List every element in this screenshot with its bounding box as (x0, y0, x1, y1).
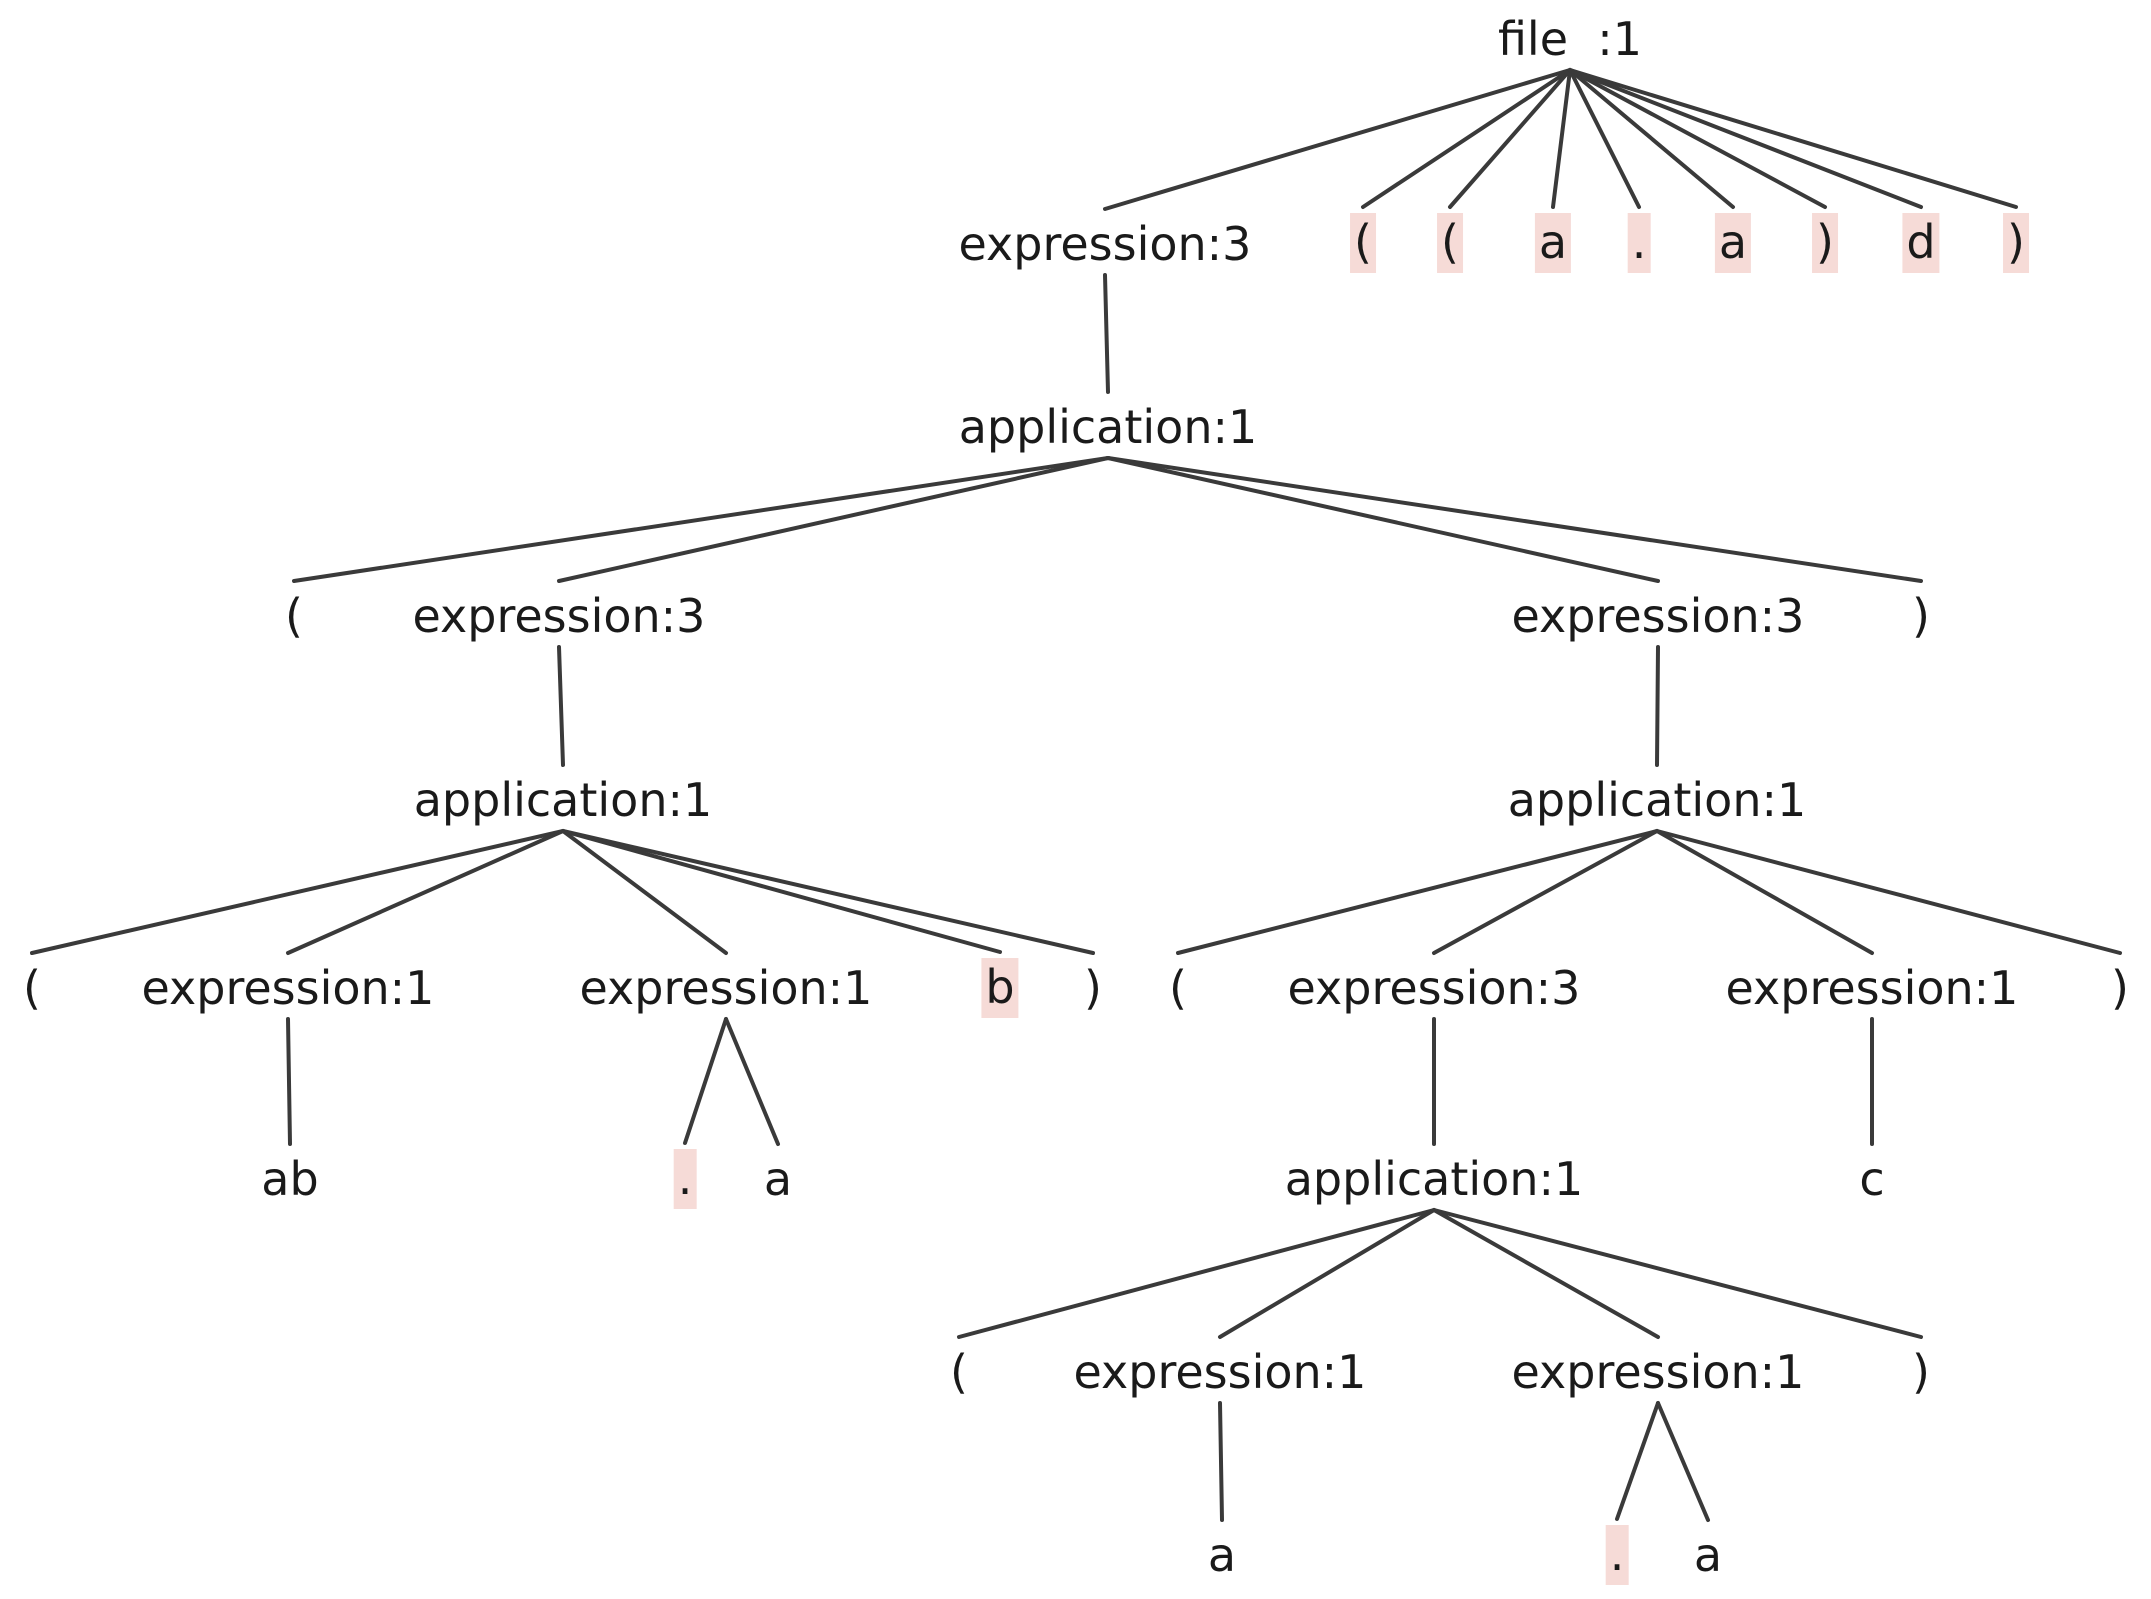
tree-terminal-node: ) (1912, 589, 1930, 643)
tree-edge (1448, 68, 1572, 209)
tree-terminal-node: a (1207, 1528, 1237, 1582)
tree-terminal-node: d (1902, 213, 1940, 273)
tree-edge (1568, 68, 1827, 209)
tree-nonterminal-node: expression:1 (579, 961, 873, 1015)
tree-edge (1615, 1401, 1660, 1521)
tree-edge (1655, 829, 1874, 955)
tree-nonterminal-node: expression:1 (1725, 961, 2019, 1015)
tree-edge (1106, 456, 1660, 583)
tree-terminal-node: ) (1084, 961, 1102, 1015)
tree-edge (1176, 829, 1659, 955)
tree-terminal-node: ( (1350, 213, 1376, 273)
tree-edge (557, 645, 565, 767)
tree-edge (1103, 68, 1572, 211)
tree-edge (1656, 1401, 1710, 1522)
tree-edge (1361, 68, 1572, 209)
tree-edge (683, 1017, 728, 1145)
tree-edge (286, 1017, 292, 1146)
tree-edge (1432, 829, 1659, 955)
tree-terminal-node: a (1714, 213, 1752, 273)
tree-terminal-node: . (673, 1149, 697, 1209)
tree-nonterminal-node: application:1 (958, 400, 1258, 454)
tree-terminal-node: b (981, 958, 1019, 1018)
tree-terminal-node: ( (23, 961, 41, 1015)
tree-edge (1103, 273, 1110, 394)
tree-nonterminal-node: expression:1 (1511, 1345, 1805, 1399)
tree-terminal-node: a (763, 1152, 793, 1206)
tree-terminal-node: ( (1437, 213, 1463, 273)
tree-nonterminal-node: expression:3 (1511, 589, 1805, 643)
tree-terminal-node: . (1627, 213, 1651, 273)
tree-edge (561, 829, 728, 955)
tree-edge (30, 829, 565, 955)
tree-edge (957, 1208, 1436, 1339)
tree-edge (1568, 68, 1735, 209)
tree-nonterminal-node: expression:3 (1287, 961, 1581, 1015)
tree-terminal-node: ( (285, 589, 303, 643)
tree-terminal-node: ( (1169, 961, 1187, 1015)
tree-terminal-node: . (1605, 1525, 1629, 1585)
tree-nonterminal-node: expression:1 (1073, 1345, 1367, 1399)
tree-edge (292, 456, 1110, 583)
tree-terminal-node: ) (1912, 1345, 1930, 1399)
tree-terminal-node: c (1859, 1152, 1885, 1206)
tree-terminal-node: ( (950, 1345, 968, 1399)
tree-terminal-node: ) (1812, 213, 1838, 273)
tree-nonterminal-node: expression:3 (958, 217, 1252, 271)
tree-edge (1218, 1401, 1224, 1522)
tree-edge (1568, 68, 2018, 209)
tree-terminal-node: ab (261, 1152, 319, 1206)
tree-edge (557, 456, 1110, 583)
tree-edge (1568, 68, 1641, 209)
tree-nonterminal-node: application:1 (1507, 773, 1807, 827)
tree-terminal-node: a (1693, 1528, 1723, 1582)
tree-edge (1551, 68, 1572, 209)
tree-edge (724, 1017, 780, 1146)
tree-edge (1432, 1208, 1660, 1339)
tree-terminal-node: ) (2003, 213, 2029, 273)
tree-nonterminal-node: application:1 (413, 773, 713, 827)
tree-edge (561, 829, 1095, 955)
tree-edge (1655, 829, 2122, 955)
tree-nonterminal-node: expression:3 (412, 589, 706, 643)
tree-nonterminal-node: expression:1 (141, 961, 435, 1015)
tree-edge (1106, 456, 1923, 583)
tree-edge (1568, 68, 1923, 209)
tree-edge (1218, 1208, 1436, 1339)
tree-nonterminal-node: application:1 (1284, 1152, 1584, 1206)
tree-nonterminal-node: file :1 (1497, 12, 1643, 66)
tree-terminal-node: a (1534, 213, 1572, 273)
tree-terminal-node: ) (2111, 961, 2129, 1015)
tree-edge (286, 829, 565, 955)
tree-edge (1432, 1208, 1923, 1339)
tree-edge (1655, 645, 1660, 767)
tree-edge (561, 829, 1002, 954)
